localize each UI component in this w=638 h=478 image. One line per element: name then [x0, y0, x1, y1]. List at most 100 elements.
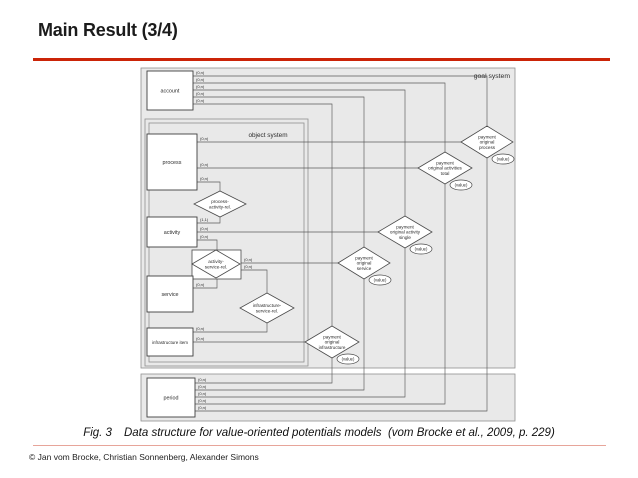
- svg-text:activity: activity: [164, 230, 181, 236]
- value-attribute-payment-original-infrastructure: (value): [336, 353, 360, 365]
- slide-footer: © Jan vom Brocke, Christian Sonnenberg, …: [29, 452, 259, 462]
- connection-account-service-payment: (0,n): [193, 91, 365, 247]
- svg-text:service-rel.: service-rel.: [205, 264, 227, 269]
- svg-text:activity-: activity-: [208, 259, 224, 264]
- svg-text:(0,n): (0,n): [196, 70, 205, 75]
- svg-text:(0,n): (0,n): [244, 257, 253, 262]
- entity-service: service: [146, 275, 194, 313]
- svg-text:original activity: original activity: [390, 230, 421, 235]
- connection-account-infrastructure-payment: (0,n): [193, 98, 333, 326]
- svg-text:process: process: [163, 160, 182, 166]
- figure-number: Fig. 3: [83, 427, 112, 439]
- connection-activity-to-activity-single: (0,n): [197, 226, 378, 233]
- connection-infra-item-to-infra-service-rel: (0,n): [193, 323, 268, 333]
- connection-account-process-payment: (0,n): [193, 70, 488, 126]
- svg-text:(0,n): (0,n): [200, 136, 209, 141]
- connection-period-service-payment: (0,n): [195, 279, 365, 391]
- svg-text:(0,n): (0,n): [196, 91, 205, 96]
- svg-text:(0,n): (0,n): [196, 98, 205, 103]
- relation-infrastructure-service-rel: infrastructure-service-rel.: [239, 292, 295, 324]
- svg-text:single: single: [399, 235, 411, 240]
- connection-process-to-process-activity-rel: (0,n): [197, 176, 221, 191]
- connection-activity-to-activity-service-rel: (0,n): [197, 234, 218, 250]
- entity-account: account: [146, 70, 194, 111]
- svg-text:object system: object system: [248, 132, 287, 139]
- svg-text:period: period: [164, 395, 179, 401]
- relation-activity-service-rel: activity-service-rel.: [191, 249, 242, 280]
- value-attribute-payment-original-activity-single: (value): [409, 243, 433, 255]
- svg-text:payment: payment: [396, 224, 414, 229]
- svg-text:original: original: [325, 340, 340, 345]
- svg-text:(value): (value): [455, 183, 468, 188]
- connection-service-to-activity-service-rel: (0,n): [193, 279, 218, 289]
- svg-text:payment: payment: [355, 255, 373, 260]
- svg-text:original activities: original activities: [428, 166, 462, 171]
- connection-activity-to-process-activity-rel: (1,1): [197, 217, 221, 224]
- caption-divider: [33, 445, 606, 446]
- svg-text:process-: process-: [211, 199, 229, 204]
- entity-period: period: [146, 377, 196, 418]
- connection-account-activities-payment: (0,n): [193, 77, 446, 152]
- entity-infrastructure-item: infrastructure item: [146, 327, 194, 357]
- svg-text:service: service: [357, 266, 372, 271]
- slide-title: Main Result (3/4): [38, 20, 178, 40]
- connection-period-activities-payment: (0,n): [195, 184, 446, 405]
- svg-text:(0,n): (0,n): [196, 336, 205, 341]
- svg-text:original: original: [357, 261, 372, 266]
- svg-text:activity-rel.: activity-rel.: [209, 204, 231, 209]
- svg-text:(0,n): (0,n): [200, 176, 209, 181]
- svg-text:(1,1): (1,1): [200, 217, 209, 222]
- connection-activity-service-rel-to-payment-service: (0,n): [241, 257, 338, 264]
- svg-text:service: service: [161, 292, 178, 298]
- value-attribute-payment-original-process: (value): [491, 153, 515, 165]
- svg-text:(value): (value): [415, 247, 428, 252]
- svg-text:payment: payment: [323, 334, 341, 339]
- value-attribute-payment-original-activities-total: (value): [449, 179, 473, 191]
- svg-text:infrastructure item: infrastructure item: [152, 340, 188, 345]
- connection-activity-service-rel-to-infra-service-rel: (0,n): [241, 264, 268, 293]
- title-accent-rule: [33, 58, 610, 61]
- figure-caption-text: Data structure for value-oriented potent…: [123, 427, 555, 439]
- svg-text:(0,n): (0,n): [198, 377, 207, 382]
- svg-text:goal system: goal system: [474, 73, 511, 80]
- entity-activity: activity: [146, 216, 198, 248]
- svg-text:(value): (value): [497, 157, 510, 162]
- svg-text:(0,n): (0,n): [198, 405, 207, 410]
- svg-text:(0,n): (0,n): [244, 264, 253, 269]
- svg-text:infrastructure: infrastructure: [319, 345, 346, 350]
- connection-process-to-activities-total: (0,n): [197, 162, 418, 169]
- connection-account-activity-payment: (0,n): [193, 84, 406, 216]
- connection-process-to-payment-process: (0,n): [197, 136, 461, 143]
- svg-text:process: process: [479, 145, 496, 150]
- entity-process: process: [146, 133, 198, 191]
- svg-text:(0,n): (0,n): [196, 77, 205, 82]
- svg-text:(value): (value): [374, 278, 387, 283]
- svg-text:payment: payment: [478, 134, 496, 139]
- svg-text:(0,n): (0,n): [198, 384, 207, 389]
- svg-text:account: account: [161, 88, 180, 94]
- relation-process-activity-rel: process-activity-rel.: [193, 190, 247, 218]
- svg-text:(0,n): (0,n): [200, 234, 209, 239]
- connection-period-infrastructure-payment: (0,n): [195, 358, 333, 384]
- connection-infra-item-to-payment-infra: (0,n): [193, 336, 306, 343]
- svg-text:payment: payment: [436, 160, 454, 165]
- value-attribute-payment-original-service: (value): [368, 274, 392, 286]
- svg-text:(0,n): (0,n): [196, 282, 205, 287]
- svg-text:original: original: [480, 140, 495, 145]
- svg-text:(0,n): (0,n): [200, 226, 209, 231]
- svg-text:service-rel.: service-rel.: [256, 308, 278, 313]
- svg-text:infrastructure-: infrastructure-: [253, 303, 282, 308]
- svg-text:(0,n): (0,n): [198, 391, 207, 396]
- svg-text:(0,n): (0,n): [200, 162, 209, 167]
- system-period-band: [140, 373, 516, 422]
- svg-text:(0,n): (0,n): [196, 84, 205, 89]
- connection-period-activity-payment: (0,n): [195, 248, 406, 398]
- svg-text:(value): (value): [342, 357, 355, 362]
